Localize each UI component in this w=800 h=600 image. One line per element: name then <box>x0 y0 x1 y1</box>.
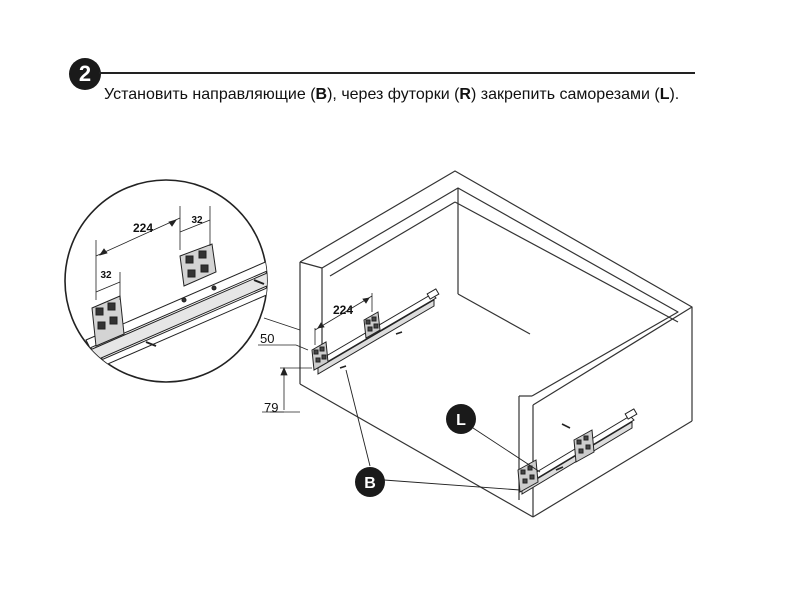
cabinet-box <box>299 170 693 518</box>
callout-b-label: B <box>364 475 376 492</box>
mounting-plate <box>573 429 595 463</box>
left-rail <box>311 288 440 375</box>
dim-224-zoom: 224 <box>133 221 153 235</box>
instruction-key-r: R <box>459 86 471 103</box>
dim-224-main: 224 <box>333 303 353 317</box>
mounting-plate <box>517 459 539 493</box>
instruction-part: Установить направляющие ( <box>104 86 316 103</box>
instruction-key-b: B <box>315 86 328 103</box>
zoom-mounting-plate <box>179 243 217 287</box>
instruction-part: ) закрепить саморезами ( <box>470 86 660 103</box>
instruction-key-l: L <box>659 86 670 103</box>
instruction-text: Установить направляющие (B), через футор… <box>104 86 679 104</box>
dim-32-zoom-right: 32 <box>191 215 203 226</box>
mounting-plate <box>311 341 329 371</box>
zoom-mounting-plate <box>91 295 125 347</box>
callout-leaders <box>345 369 541 491</box>
cabinet-dimensions <box>258 293 373 413</box>
dim-50: 50 <box>260 331 274 346</box>
mounting-plate <box>363 311 381 339</box>
step-number-badge: 2 <box>69 58 101 90</box>
callout-l: L <box>446 404 476 434</box>
step-header: 2 <box>69 58 695 92</box>
instruction-part: ). <box>669 86 680 103</box>
callout-l-label: L <box>456 412 466 429</box>
zoom-detail: 224 32 32 <box>64 179 268 383</box>
right-rail <box>517 408 638 495</box>
dim-79: 79 <box>264 400 278 415</box>
step-divider <box>99 72 695 74</box>
instruction-part: ), через футорки ( <box>327 86 460 103</box>
callout-b: B <box>355 467 385 497</box>
dim-32-zoom-left: 32 <box>100 270 112 281</box>
